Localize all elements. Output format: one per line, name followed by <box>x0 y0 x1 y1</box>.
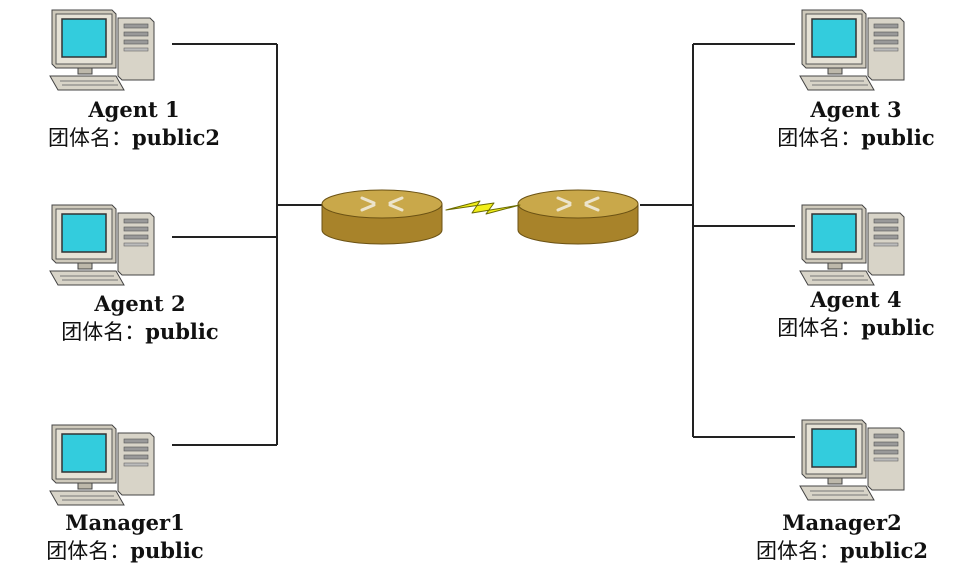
agent3-label: Agent 3 团体名：public <box>706 96 961 152</box>
manager1-computer-icon <box>49 424 155 506</box>
agent4-community: public <box>861 315 935 340</box>
manager1-community-label: 团体名： <box>46 539 131 563</box>
manager2-community-label: 团体名： <box>756 539 840 563</box>
router-right-icon <box>516 188 640 246</box>
lightning-link-icon <box>445 200 521 215</box>
manager2-name: Manager2 <box>782 510 902 535</box>
agent2-community-label: 团体名： <box>61 320 146 344</box>
manager2-label: Manager2 团体名：public2 <box>692 509 961 565</box>
right-wiring <box>640 43 795 438</box>
agent4-name: Agent 4 <box>810 287 902 312</box>
manager2-community: public2 <box>840 538 928 563</box>
agent1-label: Agent 1 团体名：public2 <box>0 96 284 152</box>
left-wiring <box>172 43 322 446</box>
agent3-name: Agent 3 <box>810 97 902 122</box>
agent1-computer-icon <box>49 9 155 91</box>
agent2-label: Agent 2 团体名：public <box>0 290 290 346</box>
agent1-community-label: 团体名： <box>48 126 132 150</box>
manager1-community: public <box>130 538 204 563</box>
agent2-computer-icon <box>49 204 155 286</box>
agent2-name: Agent 2 <box>94 291 186 316</box>
manager1-name: Manager1 <box>65 510 185 535</box>
agent4-community-label: 团体名： <box>777 316 862 340</box>
agent4-computer-icon <box>799 204 905 286</box>
agent1-name: Agent 1 <box>88 97 180 122</box>
router-left-icon <box>320 188 444 246</box>
agent2-community: public <box>145 319 219 344</box>
agent3-community: public <box>861 125 935 150</box>
agent3-community-label: 团体名： <box>777 126 862 150</box>
manager1-label: Manager1 团体名：public <box>0 509 275 565</box>
agent1-community: public2 <box>132 125 220 150</box>
agent3-computer-icon <box>799 9 905 91</box>
manager2-computer-icon <box>799 419 905 501</box>
agent4-label: Agent 4 团体名：public <box>706 286 961 342</box>
